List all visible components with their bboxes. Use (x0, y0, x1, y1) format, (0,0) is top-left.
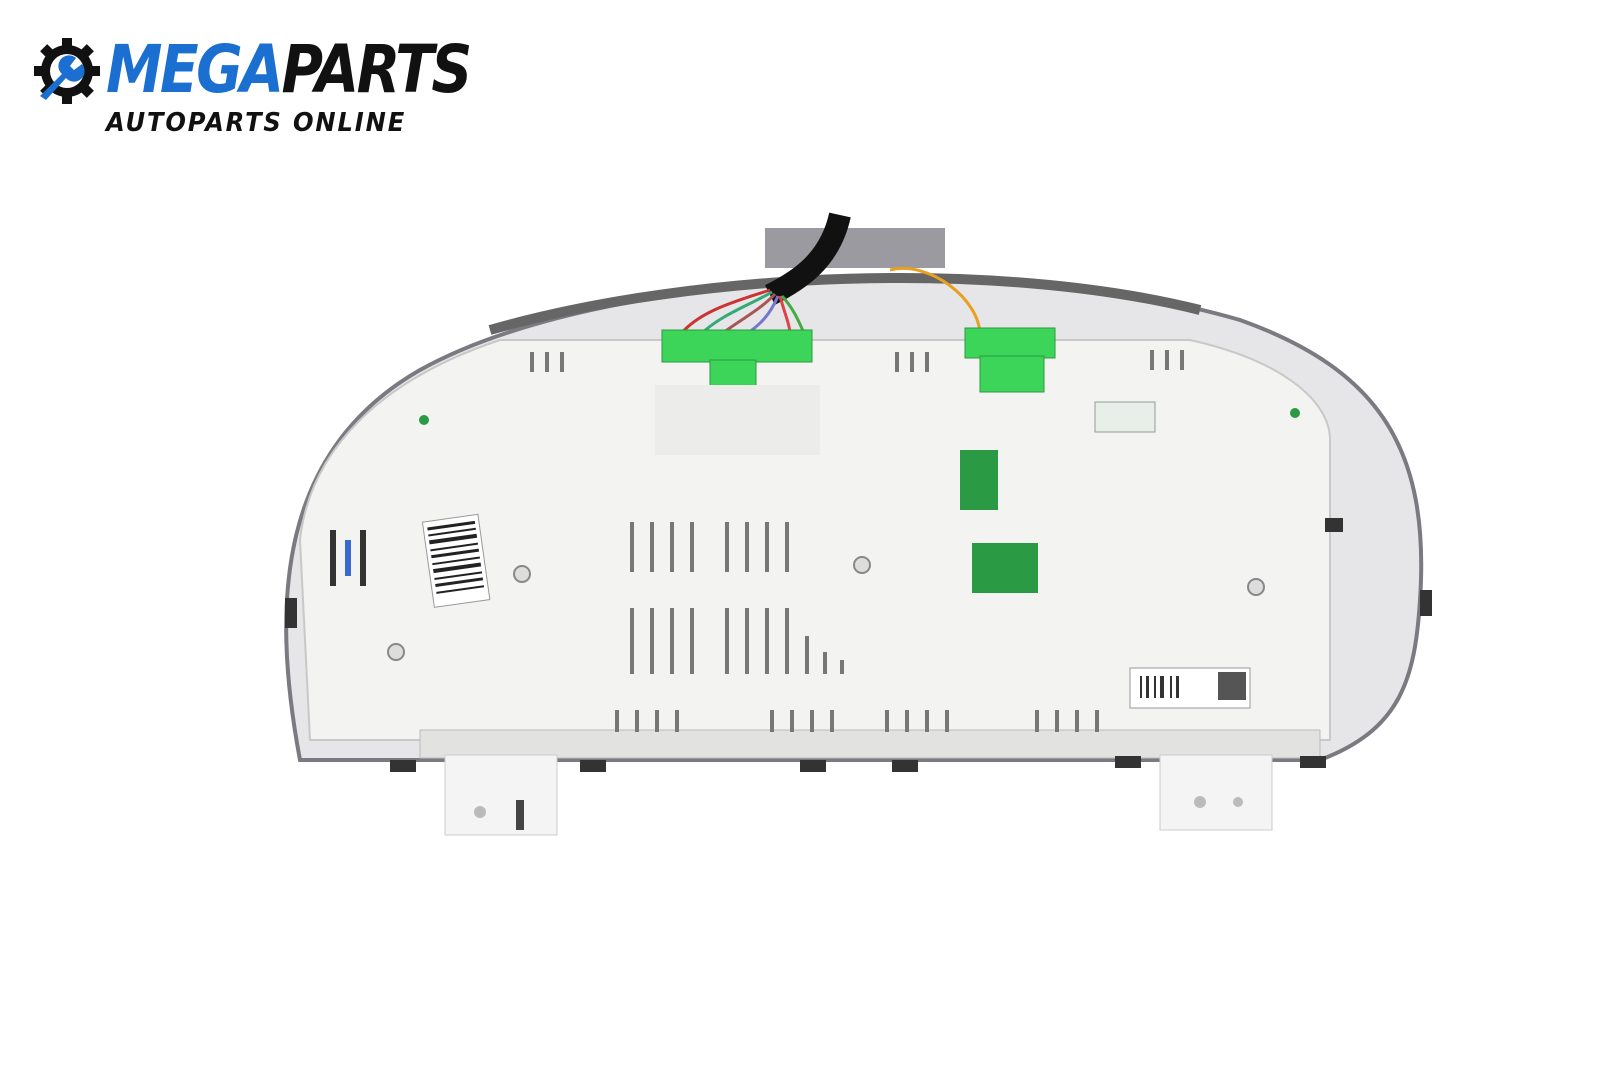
brand-name: MEGAPARTS (106, 30, 472, 110)
brand-parts: PARTS (281, 31, 472, 108)
brand-tagline: AUTOPARTS ONLINE (106, 108, 407, 138)
brand-mega: MEGA (106, 31, 284, 108)
megaparts-logo: MEGAPARTS AUTOPARTS ONLINE (32, 31, 472, 144)
gear-wrench-icon (34, 38, 100, 104)
